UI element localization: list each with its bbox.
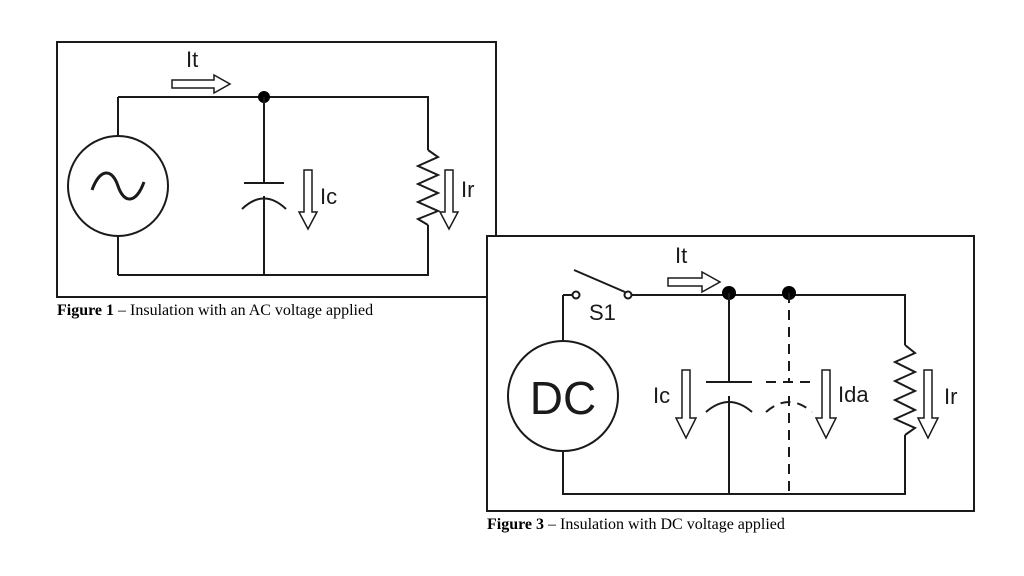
figure3-ir-arrow-icon	[916, 369, 940, 440]
figure1-ic-arrow-icon	[297, 169, 319, 231]
figure3-ic-arrow-icon	[674, 369, 698, 440]
figure3-it-label: It	[675, 243, 687, 268]
switch-label: S1	[589, 300, 616, 325]
figure3-ida-label: Ida	[838, 382, 869, 407]
figure3-caption: Figure 3 – Insulation with DC voltage ap…	[487, 516, 785, 534]
figure1-caption-number: Figure 1	[57, 302, 115, 319]
figure1-ir-arrow-icon	[438, 169, 460, 231]
dc-source-label: DC	[530, 372, 596, 424]
figure3-ir-label: Ir	[944, 384, 957, 409]
figure3-it-arrow-icon	[667, 270, 722, 294]
figure1-it-label: It	[186, 47, 198, 72]
figure3-ic-label: Ic	[653, 383, 670, 408]
sine-wave-icon	[90, 171, 146, 201]
figure1-caption: Figure 1 – Insulation with an AC voltage…	[57, 302, 373, 320]
resistor-icon	[892, 344, 918, 436]
figure1-caption-text: – Insulation with an AC voltage applied	[114, 302, 374, 319]
switch-blade-icon	[573, 269, 626, 293]
figure1-frame	[56, 41, 497, 298]
figure1-bottom-wire	[118, 225, 429, 276]
figure1-top-wire	[118, 96, 429, 150]
dc-source-icon	[507, 340, 619, 452]
capacitor-curved-plate-icon	[241, 197, 287, 210]
figure1-it-arrow-icon	[171, 73, 232, 95]
figure1-ir-label: Ir	[461, 177, 474, 202]
absorption-capacitor-icon	[765, 293, 813, 494]
figure3-circuit	[486, 235, 975, 512]
figure1-ic-label: Ic	[320, 184, 337, 209]
ac-source-icon	[67, 135, 169, 237]
capacitor-curved-plate-icon	[705, 401, 753, 413]
figure1-circuit	[56, 41, 497, 298]
figure3-frame	[486, 235, 975, 512]
resistor-icon	[415, 149, 441, 226]
figure3-source-leads	[562, 295, 906, 495]
figure3-ida-arrow-icon	[814, 369, 838, 440]
figure3-caption-text: – Insulation with DC voltage applied	[544, 516, 785, 533]
figure3-caption-number: Figure 3	[487, 516, 545, 533]
